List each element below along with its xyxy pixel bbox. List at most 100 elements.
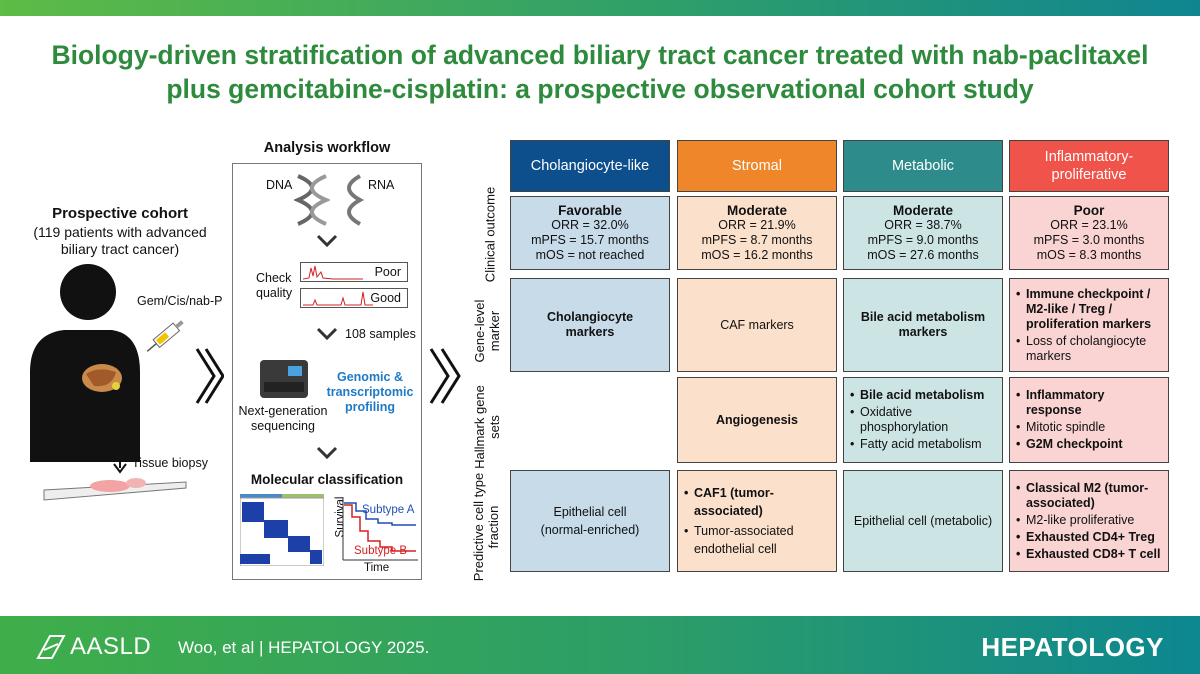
- clinical-mpfs: mPFS = 15.7 months: [531, 233, 649, 247]
- clinical-mos: mOS = 8.3 months: [1036, 248, 1142, 262]
- clinical-outcome: Moderate: [892, 203, 953, 218]
- hallmark-item: Mitotic spindle: [1016, 420, 1162, 435]
- gene-marker-cell: CAF markers: [677, 278, 837, 372]
- cell-fraction-item: CAF1 (tumor-associated): [684, 484, 830, 520]
- poor-quality-box: Poor: [300, 262, 408, 282]
- aasld-text: AASLD: [70, 633, 152, 660]
- biopsy-tray-icon: [43, 478, 187, 501]
- clinical-mos: mOS = not reached: [535, 248, 645, 262]
- gene-marker-text: Cholangiocyte markers: [546, 310, 634, 339]
- down-arrow-icon: [316, 234, 338, 248]
- sequencer-icon: [260, 360, 308, 398]
- cell-fraction-item: Exhausted CD4+ Treg: [1016, 530, 1162, 545]
- header-inflammatory-proliferative: Inflammatory-proliferative: [1009, 140, 1169, 192]
- treatment-label: Gem/Cis/nab-P: [137, 294, 223, 308]
- cell-fraction-item: Exhausted CD8+ T cell: [1016, 547, 1162, 562]
- aasld-logo[interactable]: AASLD: [36, 633, 151, 661]
- hallmark-cell: Angiogenesis: [677, 377, 837, 463]
- samples-label: 108 samples: [345, 327, 416, 341]
- clinical-mpfs: mPFS = 3.0 months: [1033, 233, 1145, 247]
- ngs-label: Next-generation sequencing: [238, 404, 328, 433]
- biopsy-label: Tissue biopsy: [132, 456, 208, 470]
- cell-fraction-text: Epithelial cell (normal-enriched): [540, 505, 640, 537]
- down-arrow-icon: [316, 446, 338, 460]
- header-stromal: Stromal: [677, 140, 837, 192]
- citation: Woo, et al | HEPATOLOGY 2025.: [178, 638, 430, 657]
- row-label-hallmark-gene-sets: Hallmark gene sets: [472, 385, 502, 469]
- row-label-predictive-cell-type-fraction: Predictive cell type fraction: [471, 472, 501, 582]
- gene-marker-text: Bile acid metabolism markers: [860, 310, 986, 339]
- down-arrow-icon: [113, 454, 127, 474]
- clinical-mos: mOS = 27.6 months: [867, 248, 979, 262]
- survival-curves: [342, 497, 418, 561]
- cell-fraction-cell: Epithelial cell (normal-enriched): [510, 470, 670, 572]
- good-quality-box: Good: [300, 288, 408, 308]
- gene-marker-item: Loss of cholangiocyte markers: [1016, 334, 1162, 364]
- gene-marker-cell: Cholangiocyte markers: [510, 278, 670, 372]
- hallmark-cell: Inflammatory response Mitotic spindle G2…: [1009, 377, 1169, 463]
- gene-marker-text: CAF markers: [720, 317, 794, 332]
- dna-label: DNA: [266, 178, 293, 192]
- cohort-subtitle: (119 patients with advanced biliary trac…: [33, 224, 207, 257]
- chevron-right-icon: [195, 348, 224, 404]
- clinical-mos: mOS = 16.2 months: [701, 248, 813, 262]
- hallmark-item: Fatty acid metabolism: [850, 437, 1000, 452]
- clinical-outcome: Poor: [1073, 203, 1105, 218]
- clinical-orr: ORR = 23.1%: [1050, 218, 1128, 232]
- good-quality-trace: [303, 291, 373, 306]
- cell-fraction-text: Epithelial cell (metabolic): [853, 513, 993, 528]
- hallmark-item: Oxidative phosphorylation: [850, 405, 1000, 435]
- workflow-panel: [232, 163, 422, 580]
- cell-fraction-item: M2-like proliferative: [1016, 513, 1162, 528]
- hallmark-item: G2M checkpoint: [1016, 437, 1162, 452]
- subtype-a-label: Subtype A: [362, 504, 415, 516]
- rna-strand-icon: [347, 174, 365, 226]
- syringe-icon: [146, 320, 184, 352]
- cell-fraction-cell: Epithelial cell (metabolic): [843, 470, 1003, 572]
- cell-fraction-item: Tumor-associated endothelial cell: [684, 522, 830, 558]
- cell-fraction-item: Classical M2 (tumor-associated): [1016, 481, 1162, 511]
- hallmark-item: Bile acid metabolism: [850, 388, 1000, 403]
- clinical-orr: ORR = 21.9%: [718, 218, 796, 232]
- time-label: Time: [364, 562, 390, 574]
- clinical-orr: ORR = 32.0%: [551, 218, 629, 232]
- profiling-label: Genomic & transcriptomic profiling: [326, 370, 414, 414]
- chevron-right-icon: [429, 348, 461, 404]
- header-metabolic: Metabolic: [843, 140, 1003, 192]
- row-label-clinical-outcome: Clinical outcome: [482, 186, 498, 283]
- check-quality-label: Check quality: [256, 271, 293, 300]
- clinical-cell: Moderate ORR = 21.9% mPFS = 8.7 months m…: [677, 196, 837, 270]
- hallmark-cell: Bile acid metabolism Oxidative phosphory…: [843, 377, 1003, 463]
- clinical-cell: Favorable ORR = 32.0% mPFS = 15.7 months…: [510, 196, 670, 270]
- clinical-cell: Moderate ORR = 38.7% mPFS = 9.0 months m…: [843, 196, 1003, 270]
- poor-quality-trace: [303, 265, 363, 280]
- clinical-outcome: Favorable: [558, 203, 622, 218]
- aasld-mark-icon: [36, 635, 66, 659]
- row-label-gene-level-marker: Gene-level marker: [472, 299, 502, 363]
- clinical-outcome: Moderate: [726, 203, 787, 218]
- hallmark-item: Inflammatory response: [1016, 388, 1162, 418]
- rna-label: RNA: [368, 178, 395, 192]
- clinical-cell: Poor ORR = 23.1% mPFS = 3.0 months mOS =…: [1009, 196, 1169, 270]
- clinical-mpfs: mPFS = 9.0 months: [867, 233, 979, 247]
- cell-fraction-cell: Classical M2 (tumor-associated) M2-like …: [1009, 470, 1169, 572]
- header-cholangiocyte-like: Cholangiocyte-like: [510, 140, 670, 192]
- page-title: Biology-driven stratification of advance…: [51, 40, 1149, 104]
- gene-marker-item: Immune checkpoint / M2-like / Treg / pro…: [1016, 287, 1162, 332]
- classification-heatmap: [240, 494, 324, 566]
- dna-helix-icon: [294, 174, 330, 226]
- gene-marker-cell: Bile acid metabolism markers: [843, 278, 1003, 372]
- clinical-orr: ORR = 38.7%: [884, 218, 962, 232]
- footer-bar: [0, 616, 1200, 674]
- classification-title: Molecular classification: [250, 472, 404, 487]
- gene-marker-cell: Immune checkpoint / M2-like / Treg / pro…: [1009, 278, 1169, 372]
- patient-silhouette-icon: [30, 264, 140, 462]
- hallmark-text: Angiogenesis: [716, 412, 798, 427]
- good-label: Good: [370, 291, 401, 305]
- cohort-title: Prospective cohort: [52, 205, 188, 222]
- workflow-title: Analysis workflow: [263, 140, 391, 156]
- clinical-mpfs: mPFS = 8.7 months: [701, 233, 813, 247]
- cell-fraction-cell: CAF1 (tumor-associated) Tumor-associated…: [677, 470, 837, 572]
- journal-logo[interactable]: HEPATOLOGY: [981, 632, 1164, 662]
- top-accent-bar: [0, 0, 1200, 16]
